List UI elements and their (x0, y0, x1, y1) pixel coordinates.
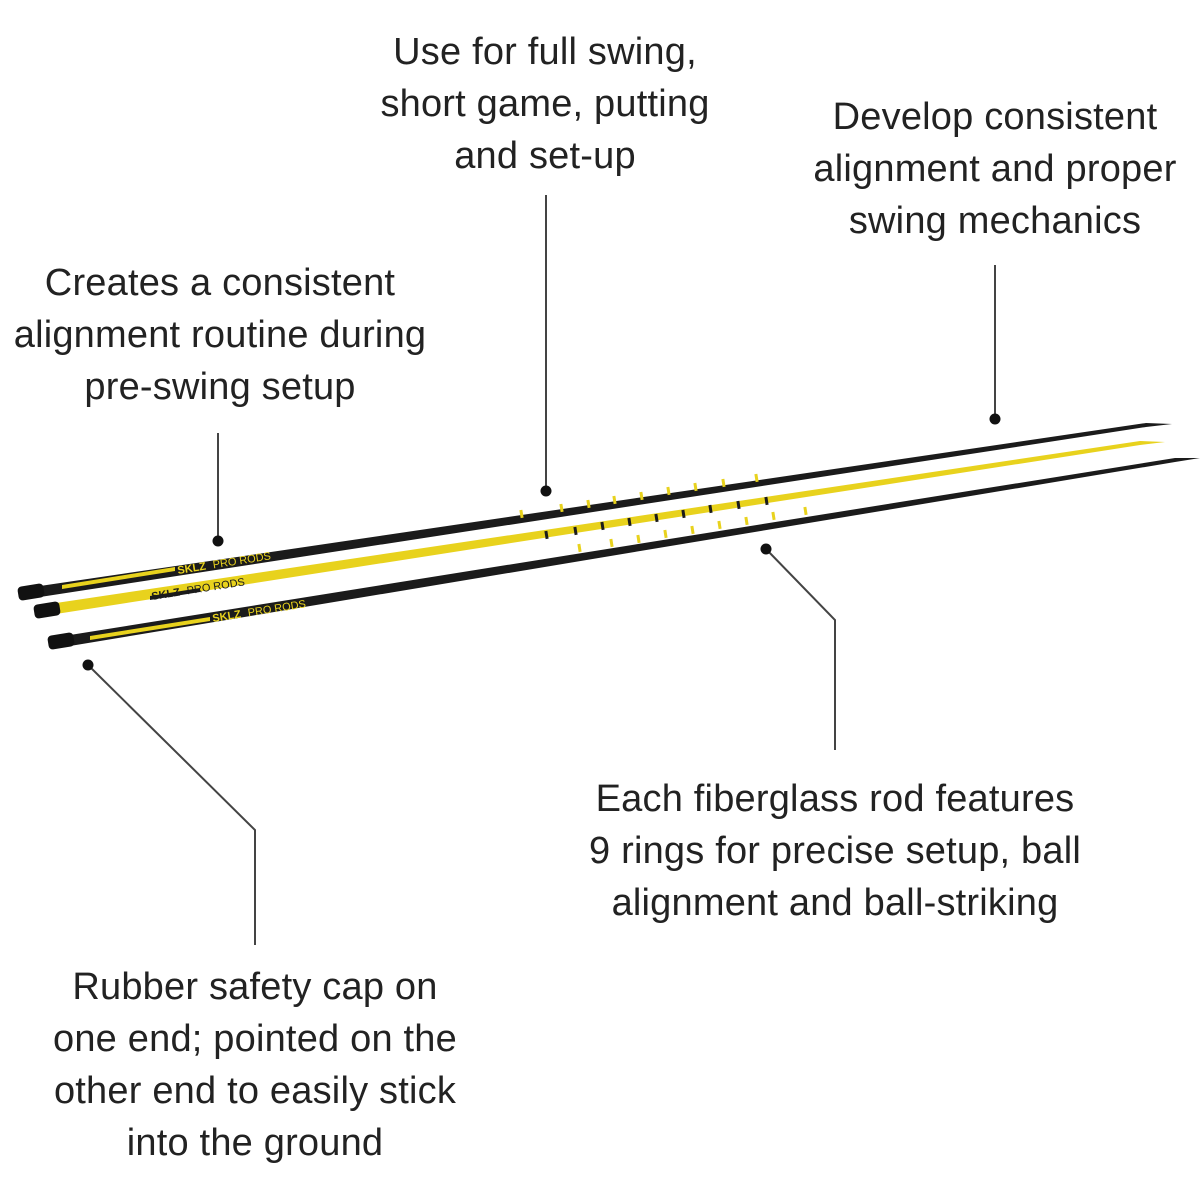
callout-line: 9 rings for precise setup, ball (589, 830, 1081, 872)
leader-dot-top-center (540, 485, 552, 497)
callout-mechanics: Develop consistent alignment and proper … (775, 91, 1200, 247)
rod-body (70, 458, 1175, 646)
callout-line: alignment and ball-striking (611, 882, 1059, 924)
rod-brand-label: SKLZ PRO RODS (151, 576, 246, 603)
callout-line: Use for full swing, (393, 31, 697, 73)
leader-lines (87, 195, 996, 945)
rod-accent-stripe (150, 588, 200, 600)
leader-dot-top-right (989, 413, 1001, 425)
callout-line: one end; pointed on the (53, 1018, 457, 1060)
rod-accent-stripe (90, 617, 210, 640)
leader-dots (82, 413, 1001, 671)
black-rod-top: SKLZ PRO RODS (17, 423, 1172, 601)
rod-rings (544, 496, 769, 540)
callout-line: Develop consistent (832, 96, 1158, 138)
leader-dot-middle-right (760, 543, 772, 555)
callout-line: into the ground (126, 1122, 384, 1164)
rod-body (56, 441, 1140, 614)
callout-line: and set-up (454, 135, 636, 177)
callout-line: Rubber safety cap on (72, 966, 438, 1008)
callout-line: pre-swing setup (84, 366, 356, 408)
yellow-rod-middle: SKLZ PRO RODS (33, 441, 1165, 619)
callout-line: swing mechanics (848, 200, 1142, 242)
callout-alignment-routine: Creates a consistent alignment routine d… (0, 257, 450, 413)
leader-dot-left (212, 535, 224, 547)
rubber-safety-cap (17, 583, 45, 601)
rubber-safety-cap (47, 632, 75, 650)
black-rod-bottom: SKLZ PRO RODS (47, 458, 1200, 650)
rod-tip (1140, 441, 1165, 445)
rod-accent-stripe (62, 567, 175, 589)
callout-line: Each fiberglass rod features (595, 778, 1075, 820)
rod-body (40, 423, 1146, 597)
callout-line: short game, putting (380, 83, 710, 125)
callout-line: alignment routine during (13, 314, 427, 356)
rod-tip (1175, 458, 1200, 462)
leader-line-middle-right (765, 548, 836, 750)
rod-brand-label: SKLZ PRO RODS (212, 598, 307, 625)
rod-tip (1146, 423, 1172, 427)
rod-rings (577, 506, 808, 553)
rod-rings (519, 473, 759, 519)
leader-line-bottom-left (87, 664, 256, 945)
leader-dot-bottom-left (82, 659, 94, 671)
callout-line: alignment and proper (813, 148, 1177, 190)
callout-safety-cap: Rubber safety cap on one end; pointed on… (20, 961, 490, 1169)
rubber-safety-cap (33, 601, 61, 619)
callout-rings: Each fiberglass rod features 9 rings for… (555, 773, 1115, 929)
callout-line: Creates a consistent (44, 262, 396, 304)
callout-usage: Use for full swing, short game, putting … (345, 26, 745, 182)
callout-line: other end to easily stick (53, 1070, 457, 1112)
